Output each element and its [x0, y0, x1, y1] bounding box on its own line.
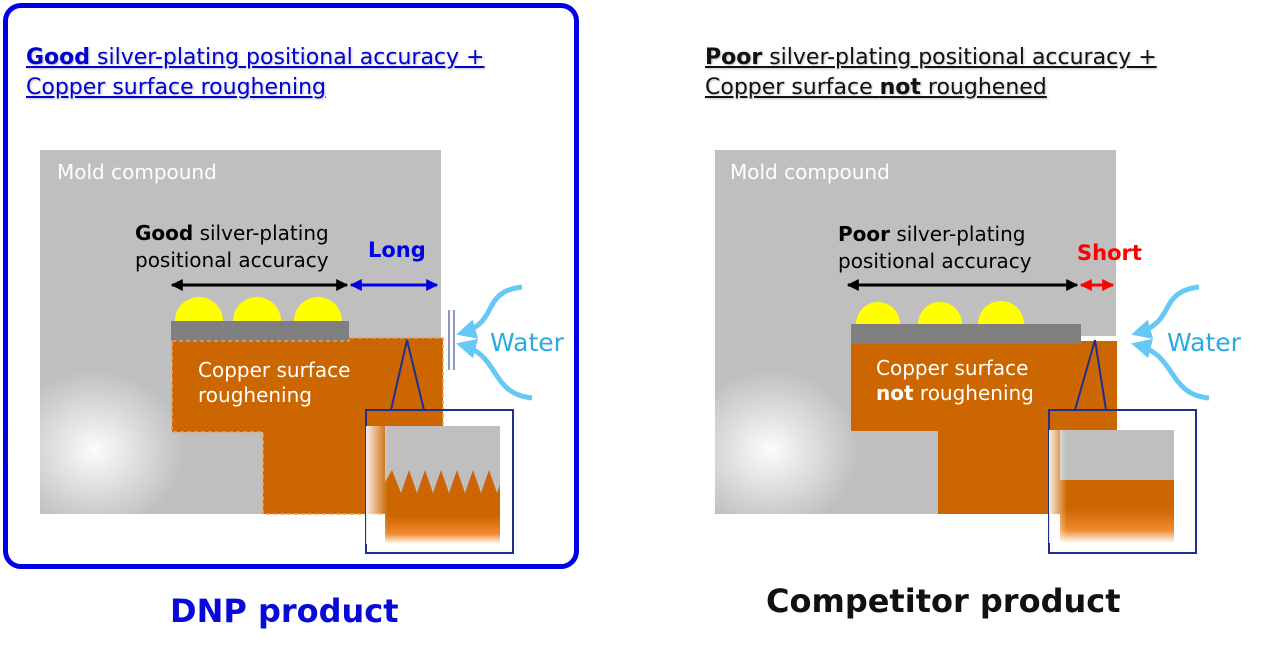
silver-bump: [294, 297, 342, 321]
mold-highlight: [5, 370, 185, 530]
dnp-heading-line2: Copper surface roughening: [26, 75, 326, 100]
water-label: Water: [1167, 328, 1242, 357]
silver-bump: [978, 301, 1024, 324]
callout-pointer: [390, 339, 425, 411]
mold-label: Mold compound: [730, 160, 890, 184]
dnp-diagram: Mold compound Good silver-plating positi…: [5, 150, 565, 554]
competitor-heading-not: not: [879, 75, 921, 100]
water-arrow-lower: [1131, 338, 1210, 401]
copper-label-line2: roughening: [198, 383, 312, 407]
distance-label: Short: [1077, 241, 1142, 265]
dnp-highlight-frame: [3, 3, 579, 569]
dnp-heading-line1: silver-plating positional accuracy +: [90, 45, 485, 70]
dnp-heading-bold: Good: [26, 45, 91, 70]
accuracy-bold: Good: [135, 221, 193, 245]
zoom-copper: [1060, 480, 1174, 543]
water-arrow-upper: [456, 284, 523, 339]
competitor-heading-bold: Poor: [705, 45, 763, 70]
callout-pointer: [1074, 339, 1107, 411]
mold-highlight: [680, 370, 860, 530]
copper-label-line1: Copper surface: [876, 356, 1028, 380]
copper-label-line1: Copper surface: [198, 358, 350, 382]
copper-rest: roughening: [914, 381, 1034, 405]
zoom-edge-fade: [366, 426, 388, 544]
zoom-copper: [385, 493, 500, 544]
distance-label: Long: [368, 238, 426, 262]
plating-layer: [851, 324, 1081, 344]
competitor-heading-line2a: Copper surface: [705, 75, 880, 100]
accuracy-label-line2: positional accuracy: [838, 249, 1032, 273]
dnp-heading: Good silver-plating positional accuracy …: [26, 43, 484, 103]
competitor-heading: Poor silver-plating positional accuracy …: [705, 43, 1157, 103]
silver-bump: [918, 302, 962, 324]
silver-bump: [175, 297, 223, 321]
roughened-surface-teeth: [385, 470, 500, 493]
competitor-product-caption: Competitor product: [766, 582, 1121, 620]
silver-bump: [856, 302, 900, 324]
accuracy-rest: silver-plating: [890, 222, 1025, 246]
water-arrow-lower: [456, 338, 533, 401]
silver-bump: [233, 297, 281, 321]
accuracy-label-line2: positional accuracy: [135, 248, 329, 272]
accuracy-label-line1: Poor silver-plating: [838, 222, 1025, 246]
accuracy-label-line1: Good silver-plating: [135, 221, 329, 245]
accuracy-rest: silver-plating: [193, 221, 328, 245]
copper-label-line2: not roughening: [876, 381, 1034, 405]
competitor-diagram: Mold compound Poor silver-plating positi…: [680, 150, 1242, 554]
water-arrow-upper: [1131, 284, 1200, 339]
competitor-heading-line1: silver-plating positional accuracy +: [762, 45, 1157, 70]
competitor-heading-line2b: roughened: [920, 75, 1047, 100]
dnp-product-caption: DNP product: [170, 592, 399, 630]
zoom-edge-fade: [1049, 430, 1067, 543]
plating-layer: [171, 321, 349, 341]
water-label: Water: [490, 328, 565, 357]
delamination-gap: [1081, 336, 1117, 341]
copper-not: not: [876, 381, 914, 405]
mold-label: Mold compound: [57, 160, 217, 184]
accuracy-bold: Poor: [838, 222, 890, 246]
